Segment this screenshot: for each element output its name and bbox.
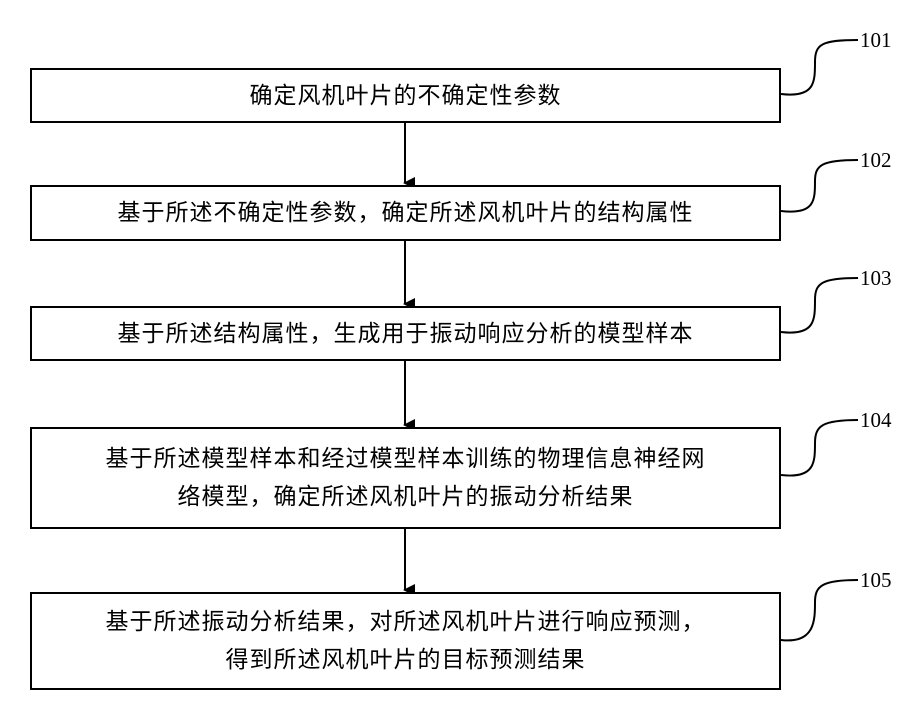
leader-105 [781,580,858,640]
step-104-line-1: 基于所述模型样本和经过模型样本训练的物理信息神经网 [106,440,706,478]
step-box-102: 基于所述不确定性参数，确定所述风机叶片的结构属性 [30,185,781,241]
leader-101 [781,40,858,95]
leader-102 [781,160,858,212]
ref-label-105: 105 [860,569,892,591]
step-box-104: 基于所述模型样本和经过模型样本训练的物理信息神经网 络模型，确定所述风机叶片的振… [30,427,781,529]
step-box-105: 基于所述振动分析结果，对所述风机叶片进行响应预测， 得到所述风机叶片的目标预测结… [30,592,781,690]
step-text-104: 基于所述模型样本和经过模型样本训练的物理信息神经网 络模型，确定所述风机叶片的振… [106,440,706,516]
step-104-line-2: 络模型，确定所述风机叶片的振动分析结果 [106,478,706,516]
step-101-line-1: 确定风机叶片的不确定性参数 [250,77,562,115]
step-105-line-2: 得到所述风机叶片的目标预测结果 [106,641,706,679]
ref-label-101: 101 [860,29,892,51]
ref-label-103: 103 [860,267,892,289]
step-text-102: 基于所述不确定性参数，确定所述风机叶片的结构属性 [118,194,694,232]
ref-label-104: 104 [860,409,892,431]
step-102-line-1: 基于所述不确定性参数，确定所述风机叶片的结构属性 [118,194,694,232]
step-box-101: 确定风机叶片的不确定性参数 [30,68,781,123]
leader-104 [781,420,858,476]
step-103-line-1: 基于所述结构属性，生成用于振动响应分析的模型样本 [118,315,694,353]
step-text-101: 确定风机叶片的不确定性参数 [250,77,562,115]
step-105-line-1: 基于所述振动分析结果，对所述风机叶片进行响应预测， [106,603,706,641]
step-box-103: 基于所述结构属性，生成用于振动响应分析的模型样本 [30,306,781,361]
ref-label-102: 102 [860,149,892,171]
step-text-105: 基于所述振动分析结果，对所述风机叶片进行响应预测， 得到所述风机叶片的目标预测结… [106,603,706,679]
leader-103 [781,278,858,333]
step-text-103: 基于所述结构属性，生成用于振动响应分析的模型样本 [118,315,694,353]
